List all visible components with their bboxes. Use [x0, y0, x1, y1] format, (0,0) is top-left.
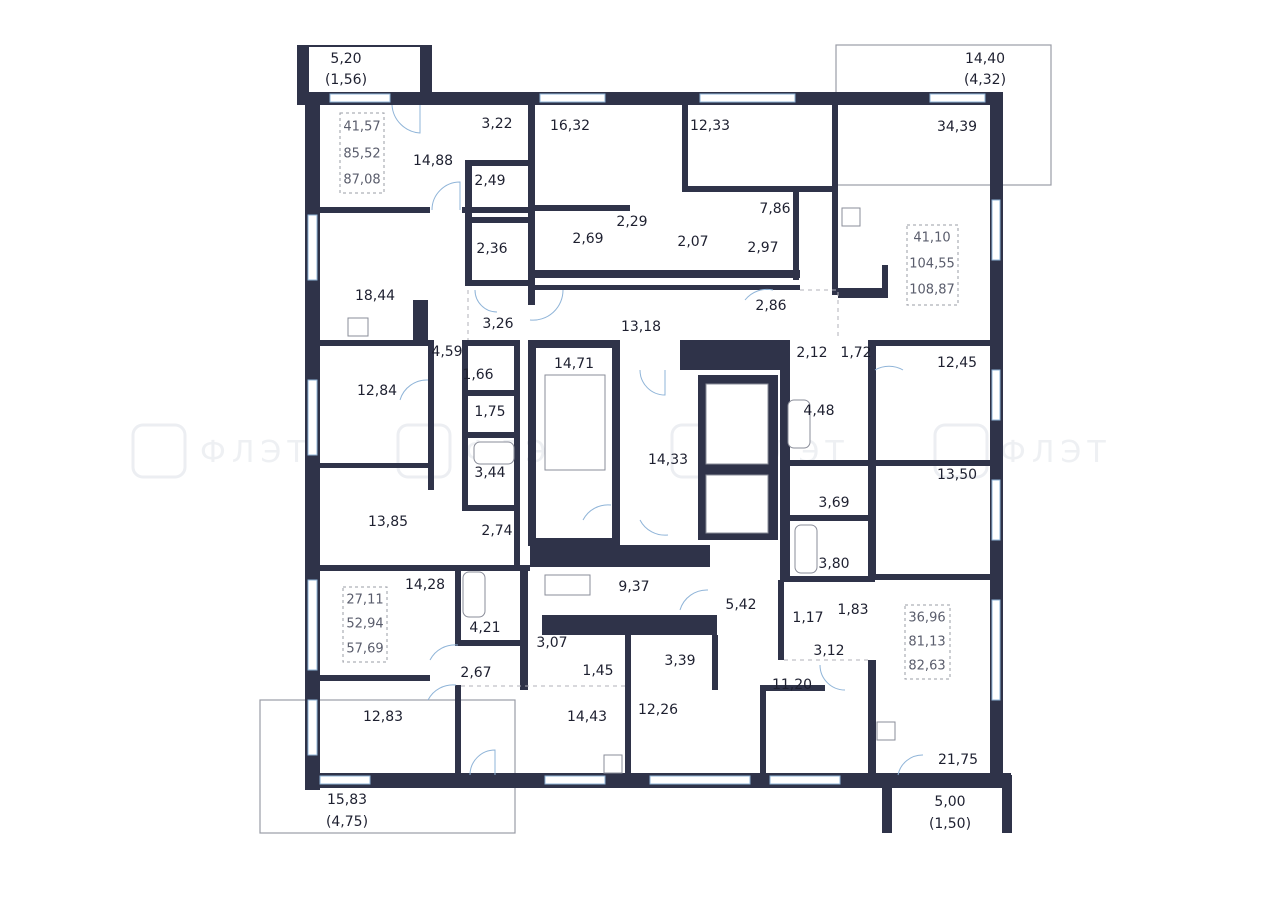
stairs-icon — [544, 574, 591, 596]
svg-text:87,08: 87,08 — [343, 173, 380, 188]
room-area: 14,71 — [554, 356, 594, 372]
stove-icon — [603, 754, 623, 774]
svg-text:36,96: 36,96 — [908, 611, 945, 626]
stove-icon — [876, 721, 896, 741]
room-area: 12,26 — [638, 702, 678, 718]
svg-text:104,55: 104,55 — [909, 257, 955, 272]
room-area: 12,84 — [357, 383, 397, 399]
room-area: 14,33 — [648, 452, 688, 468]
svg-text:85,52: 85,52 — [343, 147, 380, 162]
svg-text:81,13: 81,13 — [908, 635, 945, 650]
svg-text:57,69: 57,69 — [346, 642, 383, 657]
bathtub-icon — [462, 571, 486, 618]
svg-text:ФЛЭТ: ФЛЭТ — [200, 435, 312, 470]
apartment-summary-2: 41,10 104,55 108,87 — [906, 224, 959, 306]
room-area: 5,42 — [725, 597, 756, 613]
room-area: 12,45 — [937, 355, 977, 371]
room-area: 3,39 — [664, 653, 695, 669]
svg-text:(1,50): (1,50) — [929, 816, 971, 832]
room-area: 16,32 — [550, 118, 590, 134]
room-area: 13,18 — [621, 319, 661, 335]
svg-text:15,83: 15,83 — [327, 792, 367, 808]
svg-text:108,87: 108,87 — [909, 283, 955, 298]
room-area: 1,75 — [474, 404, 505, 420]
fixtures — [347, 207, 896, 774]
room-area: 1,45 — [582, 663, 613, 679]
room-area: 1,17 — [792, 610, 823, 626]
room-area: 4,48 — [803, 403, 834, 419]
room-area: 2,07 — [677, 234, 708, 250]
stairs-icon — [544, 374, 606, 471]
room-area: 4,59 — [431, 344, 462, 360]
apartment-summary-3: 27,11 52,94 57,69 — [342, 586, 388, 663]
room-area: 2,36 — [476, 241, 507, 257]
svg-text:(4,75): (4,75) — [326, 814, 368, 830]
room-area: 3,69 — [818, 495, 849, 511]
svg-text:41,57: 41,57 — [343, 120, 380, 135]
room-area: 11,20 — [772, 677, 812, 693]
room-area: 1,66 — [462, 367, 493, 383]
room-area: 14,43 — [567, 709, 607, 725]
svg-text:ФЛЭТ: ФЛЭТ — [1000, 435, 1112, 470]
bathtub-icon — [473, 441, 515, 465]
svg-text:14,40: 14,40 — [965, 51, 1005, 67]
apartment-summary-1: 41,57 85,52 87,08 — [339, 112, 385, 194]
room-area: 2,29 — [616, 214, 647, 230]
svg-text:27,11: 27,11 — [346, 593, 383, 608]
room-area: 21,75 — [938, 752, 978, 768]
room-area: 9,37 — [618, 579, 649, 595]
room-area: 34,39 — [937, 119, 977, 135]
svg-text:(1,56): (1,56) — [325, 72, 367, 88]
room-area: 14,88 — [413, 153, 453, 169]
bathtub-icon — [794, 524, 818, 574]
room-area: 2,12 — [796, 345, 827, 361]
svg-text:5,20: 5,20 — [330, 51, 361, 67]
room-area: 1,72 — [840, 345, 871, 361]
room-area: 12,33 — [690, 118, 730, 134]
svg-text:5,00: 5,00 — [934, 794, 965, 810]
room-area: 3,12 — [813, 643, 844, 659]
room-area: 3,44 — [474, 465, 505, 481]
svg-text:(4,32): (4,32) — [964, 72, 1006, 88]
room-labels: 14,88 3,22 2,49 16,32 12,33 34,39 7,86 2… — [355, 116, 978, 768]
room-area: 12,83 — [363, 709, 403, 725]
room-area: 4,21 — [469, 620, 500, 636]
room-area: 18,44 — [355, 288, 395, 304]
room-area: 2,49 — [474, 173, 505, 189]
room-area: 2,67 — [460, 665, 491, 681]
zone-lines — [461, 289, 868, 687]
windows — [307, 93, 1001, 785]
walls — [305, 92, 1011, 790]
room-area: 2,74 — [481, 523, 512, 539]
svg-text:41,10: 41,10 — [913, 231, 950, 246]
bathtub-icon — [787, 399, 811, 449]
room-area: 2,86 — [755, 298, 786, 314]
room-area: 3,80 — [818, 556, 849, 572]
stove-icon — [347, 317, 369, 337]
room-area: 2,97 — [747, 240, 778, 256]
doors — [391, 104, 924, 776]
room-area: 1,83 — [837, 602, 868, 618]
room-area: 7,86 — [759, 201, 790, 217]
room-area: 3,07 — [536, 635, 567, 651]
svg-text:82,63: 82,63 — [908, 659, 945, 674]
balcony-labels: 5,20 (1,56) 14,40 (4,32) 15,83 (4,75) 5,… — [325, 51, 1006, 832]
svg-text:52,94: 52,94 — [346, 617, 383, 632]
room-area: 2,69 — [572, 231, 603, 247]
room-area: 3,26 — [482, 316, 513, 332]
room-area: 13,50 — [937, 467, 977, 483]
room-area: 13,85 — [368, 514, 408, 530]
room-area: 14,28 — [405, 577, 445, 593]
apartment-summary-4: 36,96 81,13 82,63 — [904, 604, 951, 680]
stove-icon — [841, 207, 861, 227]
room-area: 3,22 — [481, 116, 512, 132]
